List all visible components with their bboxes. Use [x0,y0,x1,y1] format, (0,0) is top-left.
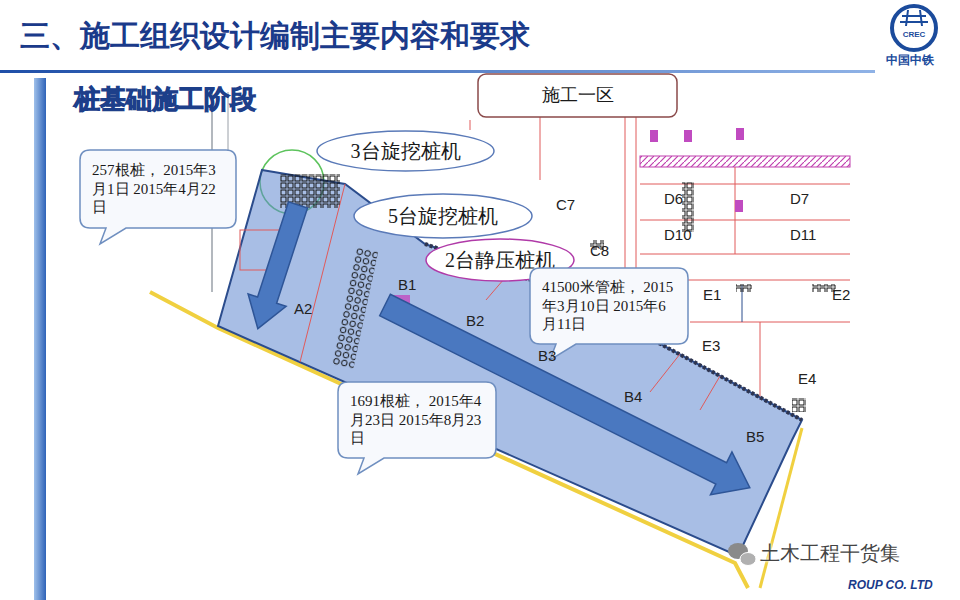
node-text: 3台旋挖桩机 [351,139,461,164]
node-text: 41500米管桩， 2015年3月10日 2015年6月11日 [542,278,676,334]
ellipse-shape [317,131,494,171]
shaded-area [218,170,802,556]
grid-line [640,184,850,185]
zone-code: D10 [664,226,692,243]
footer-text: ROUP CO. LTD [848,578,933,592]
node-label: 1691根桩， 2015年4月23日 2015年8月23日 [350,392,484,448]
zone-code: E2 [832,286,850,303]
zone-code: C8 [590,242,609,259]
node-text: 5台旋挖桩机 [388,204,498,229]
slide-title: 三、施工组织设计编制主要内容和要求 [20,16,530,57]
progress-arrow [239,199,317,335]
zone-box: 施工一区 [477,73,678,118]
zone-code: B2 [466,312,484,329]
zone-code: B5 [746,428,764,445]
callout-shape [338,382,496,474]
zone-code: C7 [556,196,575,213]
machine-ellipse: 3台旋挖桩机 [316,130,495,172]
hatched-band [640,156,850,167]
grid-line [470,120,471,130]
node-label: 5台旋挖桩机 [388,204,498,229]
watermark: 土木工程干货集 [760,540,900,567]
callout-shape [80,150,236,244]
callout-box: 41500米管桩， 2015年3月10日 2015年6月11日 [530,268,688,344]
node-text: 1691根桩， 2015年4月23日 2015年8月23日 [350,392,484,448]
node-text: 施工一区 [542,84,614,107]
zone-line [650,354,680,392]
pile-cluster [792,398,806,412]
pile-cluster [736,284,752,292]
zone-code: E3 [702,337,720,354]
machine-ellipse: 5台旋挖桩机 [353,193,533,239]
zone-code: E1 [703,286,721,303]
pile-cluster [332,247,378,369]
callout-box: 257根桩， 2015年3月1日 2015年4月22日 [80,150,236,228]
magenta-mark [735,200,743,212]
node-label: 41500米管桩， 2015年3月10日 2015年6月11日 [542,278,676,334]
magenta-mark [650,130,658,142]
zone-code: B3 [538,347,556,364]
callout-shape [530,268,688,360]
zone-code: D11 [790,226,816,243]
node-label: 施工一区 [542,84,614,107]
node-label: 3台旋挖桩机 [351,139,461,164]
section-heading: 桩基础施工阶段 [74,82,256,117]
grid-line [640,254,850,255]
zone-line [700,376,720,410]
zone-code: D7 [790,190,809,207]
callout-box: 1691根桩， 2015年4月23日 2015年8月23日 [338,382,496,458]
wechat-icon [740,553,756,566]
grid-line [690,322,850,323]
ellipse-shape [354,194,532,238]
zone-code: B4 [624,388,642,405]
grid-line [760,322,761,400]
magenta-mark [736,128,744,140]
zone-code: D6 [664,190,683,207]
node-label: 257根桩， 2015年3月1日 2015年4月22日 [92,161,224,217]
zone-code: B1 [398,276,416,293]
company-name: 中国中铁 [886,52,934,69]
logo-rails [900,10,928,26]
left-strip [34,78,46,600]
node-text: 257根桩， 2015年3月1日 2015年4月22日 [92,161,224,217]
logo-text: CREC [900,30,928,39]
logo-ring [892,6,936,50]
grid-line [640,220,850,221]
zone-code: E4 [798,370,816,387]
title-rule [0,70,875,73]
pile-cluster [682,182,694,232]
zone-code: A2 [294,300,312,317]
rect-shape [478,74,677,117]
magenta-mark [684,130,692,142]
